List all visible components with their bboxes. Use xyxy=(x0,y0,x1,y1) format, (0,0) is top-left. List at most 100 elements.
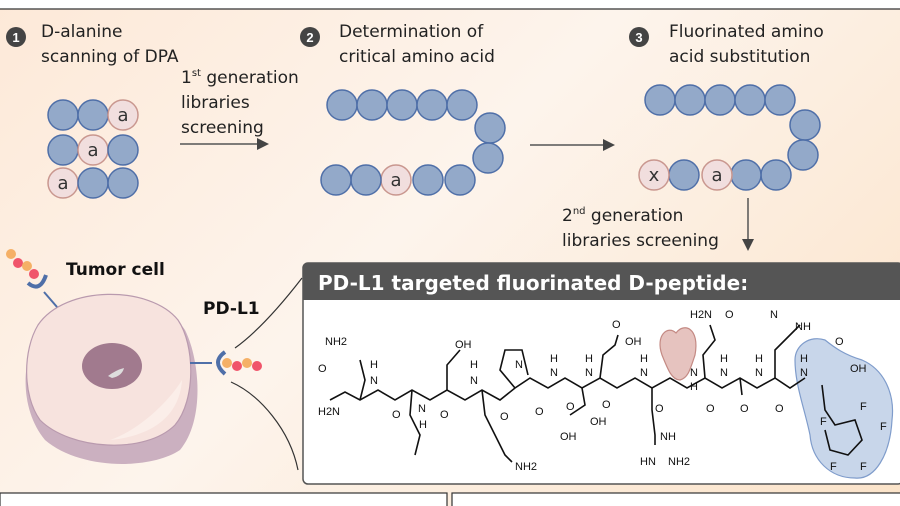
atom-label: NH2 xyxy=(515,461,537,473)
atom-label: N xyxy=(585,367,593,379)
nucleus xyxy=(82,343,142,389)
atom-label: O xyxy=(392,409,401,421)
side-chain-bond xyxy=(739,377,743,396)
atom-label: NH xyxy=(795,321,811,333)
atom-label: F xyxy=(860,461,867,473)
atom-label: F xyxy=(880,421,887,433)
residue xyxy=(472,142,504,174)
residue xyxy=(107,167,139,199)
residue xyxy=(674,84,706,116)
step-title: scanning of DPA xyxy=(41,47,179,67)
residue-label: a xyxy=(57,173,68,194)
residue xyxy=(734,84,766,116)
atom-label: F xyxy=(830,461,837,473)
atom-label: NH2 xyxy=(325,336,347,348)
atom-label: H2N xyxy=(690,309,712,321)
atom-label: OH xyxy=(455,339,472,351)
atom-label: H xyxy=(800,353,808,365)
atom-label: O xyxy=(725,309,734,321)
side-chain-bond xyxy=(651,388,656,445)
residue xyxy=(77,167,109,199)
atom-label: OH xyxy=(590,416,607,428)
arrow-label: screening xyxy=(181,118,264,138)
residue xyxy=(704,84,736,116)
atom-label: NH2 xyxy=(668,456,690,468)
atom-label: N xyxy=(418,403,426,415)
residue xyxy=(668,159,700,191)
residue xyxy=(77,99,109,131)
bound-peptide-icon xyxy=(6,249,262,371)
side-chain-bond xyxy=(481,389,513,463)
residue-label: a xyxy=(390,170,401,191)
pd-l1-receptor-icon xyxy=(216,350,227,376)
residue xyxy=(787,139,819,171)
step-title: Fluorinated amino xyxy=(669,22,824,42)
arrow-label: 2nd generation xyxy=(562,206,683,226)
atom-label: H xyxy=(419,419,427,431)
arrow-label: 1st generation xyxy=(181,68,299,88)
bottom-panel-left xyxy=(0,492,448,506)
atom-label: O xyxy=(566,401,575,413)
atom-label: H xyxy=(755,353,763,365)
atom-label: N xyxy=(640,367,648,379)
modified-residue: x xyxy=(638,159,670,191)
side-chain-bond xyxy=(499,349,529,389)
atom-label: OH xyxy=(625,336,642,348)
atom-label: N xyxy=(770,309,778,321)
atom-label: O xyxy=(775,403,784,415)
residue xyxy=(446,89,478,121)
side-chain-bond xyxy=(446,349,461,390)
atom-label: N xyxy=(800,367,808,379)
modified-residue: a xyxy=(380,164,412,196)
callout-line xyxy=(230,381,299,471)
residue-label: a xyxy=(87,140,98,161)
atom-label: HN xyxy=(640,456,656,468)
residue xyxy=(47,99,79,131)
atom-label: N xyxy=(550,367,558,379)
pd-l1-receptor-icon xyxy=(26,274,48,289)
atom-label: N xyxy=(755,367,763,379)
modified-residue: a xyxy=(107,99,139,131)
residue xyxy=(320,164,352,196)
backbone-bond xyxy=(329,377,806,401)
side-chain-bond xyxy=(359,359,366,401)
atom-label: H2N xyxy=(318,406,340,418)
step-number-badge xyxy=(629,27,649,47)
tumor-cell: Tumor cell PD-L1 xyxy=(6,249,303,471)
atom-label: O xyxy=(440,409,449,421)
side-chain-bond xyxy=(409,389,421,456)
arrow-label: libraries xyxy=(181,93,250,113)
modified-residue: a xyxy=(77,134,109,166)
atom-label: H xyxy=(585,353,593,365)
residue xyxy=(474,112,506,144)
alanine-highlight xyxy=(659,327,697,381)
receptor-stem xyxy=(43,291,58,308)
atom-label: H xyxy=(640,353,648,365)
residue xyxy=(644,84,676,116)
residue-label: x xyxy=(649,165,660,186)
step-title: acid substitution xyxy=(669,47,810,67)
side-chain-bond xyxy=(569,387,586,416)
residue xyxy=(326,89,358,121)
cell-highlight xyxy=(110,380,182,440)
residue xyxy=(789,109,821,141)
panel-header xyxy=(303,263,900,300)
step-number-badge xyxy=(300,27,320,47)
callout-line xyxy=(234,277,303,349)
modified-residue: a xyxy=(47,167,79,199)
fluorinated-residue-highlight xyxy=(794,338,894,479)
atom-label: O xyxy=(318,363,327,375)
atom-label: O xyxy=(535,406,544,418)
residue xyxy=(107,134,139,166)
atom-label: F xyxy=(860,401,867,413)
residue-label: a xyxy=(117,105,128,126)
step-title: D-alanine xyxy=(41,22,123,42)
step-number: 3 xyxy=(635,30,642,45)
residue xyxy=(760,159,792,191)
residue xyxy=(356,89,388,121)
side-chain-bond xyxy=(702,324,716,379)
step-title: critical amino acid xyxy=(339,47,495,67)
